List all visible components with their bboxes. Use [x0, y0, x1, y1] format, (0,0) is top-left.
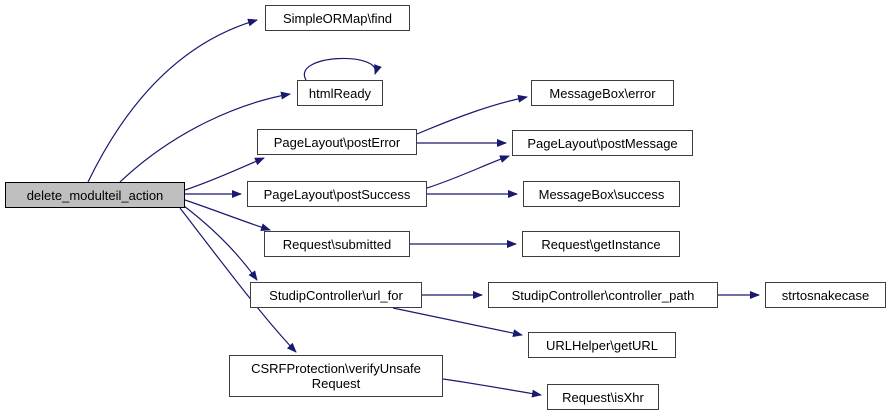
edge-postsuccess-to-pagelayout-postmessage — [426, 155, 510, 189]
edge-main-to-request-submitted — [184, 199, 271, 232]
node-csrfprotection-verifyunsaferequest[interactable]: CSRFProtection\verifyUnsafe Request — [229, 355, 443, 397]
node-pagelayout-postsuccess[interactable]: PageLayout\postSuccess — [247, 181, 427, 207]
node-pagelayout-postmessage[interactable]: PageLayout\postMessage — [512, 130, 693, 156]
node-messagebox-success[interactable]: MessageBox\success — [523, 181, 680, 207]
edge-htmlready-self-loop — [303, 57, 382, 81]
node-delete-modulteil-action: delete_modulteil_action — [5, 182, 185, 208]
edge-main-to-htmlready — [119, 91, 291, 183]
node-simpleormap-find[interactable]: SimpleORMap\find — [265, 5, 410, 31]
node-strtosnakecase[interactable]: strtosnakecase — [765, 282, 886, 308]
edge-csrf-to-request-isxhr — [442, 378, 542, 398]
node-studipcontroller-url-for[interactable]: StudipController\url_for — [250, 282, 422, 308]
node-request-isxhr[interactable]: Request\isXhr — [547, 384, 659, 410]
node-request-submitted[interactable]: Request\submitted — [264, 231, 410, 257]
edge-main-to-csrfprotection-verifyunsaferequest — [179, 207, 297, 353]
edge-main-to-simpleormap-find — [87, 18, 258, 183]
node-studipcontroller-controller-path[interactable]: StudipController\controller_path — [488, 282, 718, 308]
node-pagelayout-posterror[interactable]: PageLayout\postError — [257, 129, 417, 155]
node-urlhelper-geturl[interactable]: URLHelper\getURL — [528, 332, 676, 358]
edge-urlfor-to-urlhelper-geturl — [392, 307, 523, 338]
edge-main-to-studipcontroller-url-for — [183, 205, 258, 281]
node-messagebox-error[interactable]: MessageBox\error — [531, 80, 674, 106]
node-htmlready[interactable]: htmlReady — [297, 80, 383, 106]
edge-posterror-to-messagebox-error — [416, 94, 528, 135]
edge-main-to-pagelayout-posterror — [184, 157, 265, 191]
node-request-getinstance[interactable]: Request\getInstance — [522, 231, 680, 257]
